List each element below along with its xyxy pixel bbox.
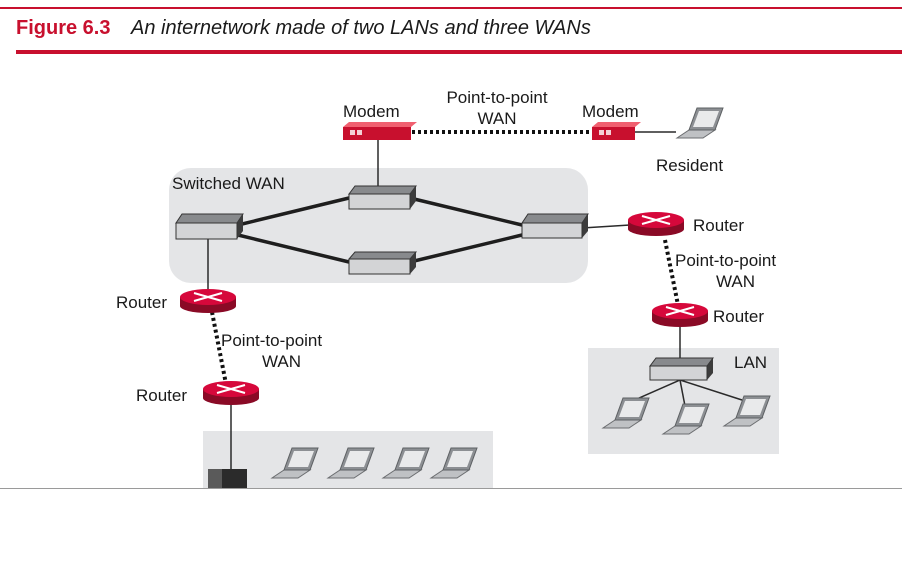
figure-title: An internetwork made of two LANs and thr…: [131, 17, 591, 39]
label-p2p-left-line1: Point-to-point: [221, 331, 323, 350]
wan-switch-right-icon: [521, 213, 589, 239]
figure-number: Figure 6.3: [16, 17, 111, 39]
label-modem-left: Modem: [343, 102, 400, 121]
label-resident: Resident: [656, 156, 724, 175]
figure-header: Figure 6.3 An internetwork made of two L…: [0, 0, 902, 56]
router-right-top-icon: [628, 212, 684, 236]
router-left-bottom-icon: [203, 381, 259, 405]
resident-laptop-icon: [676, 107, 724, 139]
modem-left-icon: [343, 122, 417, 140]
switched-wan-links: [237, 196, 523, 264]
label-p2p-top-line1: Point-to-point: [446, 88, 548, 107]
label-p2p-right-line2: WAN: [716, 272, 756, 291]
label-switched-wan: Switched WAN: [172, 174, 285, 193]
wan-switch-bottom-icon: [347, 251, 418, 275]
modem-right-icon: [592, 122, 641, 140]
switched-wan-region: [169, 168, 588, 283]
wan-switch-left-icon: [175, 213, 244, 240]
label-p2p-left: Point-to-point WAN: [221, 330, 351, 372]
label-p2p-top-line2: WAN: [477, 109, 517, 128]
bottom-divider: [0, 488, 902, 489]
label-modem-right: Modem: [582, 102, 639, 121]
header-rules: [0, 7, 902, 54]
label-router-right-bottom: Router: [713, 307, 765, 326]
label-p2p-left-line2: WAN: [262, 352, 302, 371]
lan-left-switch-icon: [208, 469, 247, 489]
label-p2p-top: Point-to-point WAN: [432, 87, 562, 129]
point-to-point-links: [210, 130, 680, 385]
router-left-top-icon: [180, 289, 236, 313]
label-router-left-top: Router: [116, 293, 168, 312]
access-links: [207, 131, 743, 469]
label-router-left-bottom: Router: [136, 386, 188, 405]
label-p2p-right: Point-to-point WAN: [675, 250, 805, 292]
lan-right-switch-icon: [649, 357, 714, 381]
label-router-right-top: Router: [693, 216, 745, 235]
wan-switch-top-icon: [348, 185, 417, 210]
router-right-bottom-icon: [652, 303, 708, 327]
label-p2p-right-line1: Point-to-point: [675, 251, 777, 270]
label-lan-right: LAN: [734, 353, 768, 372]
